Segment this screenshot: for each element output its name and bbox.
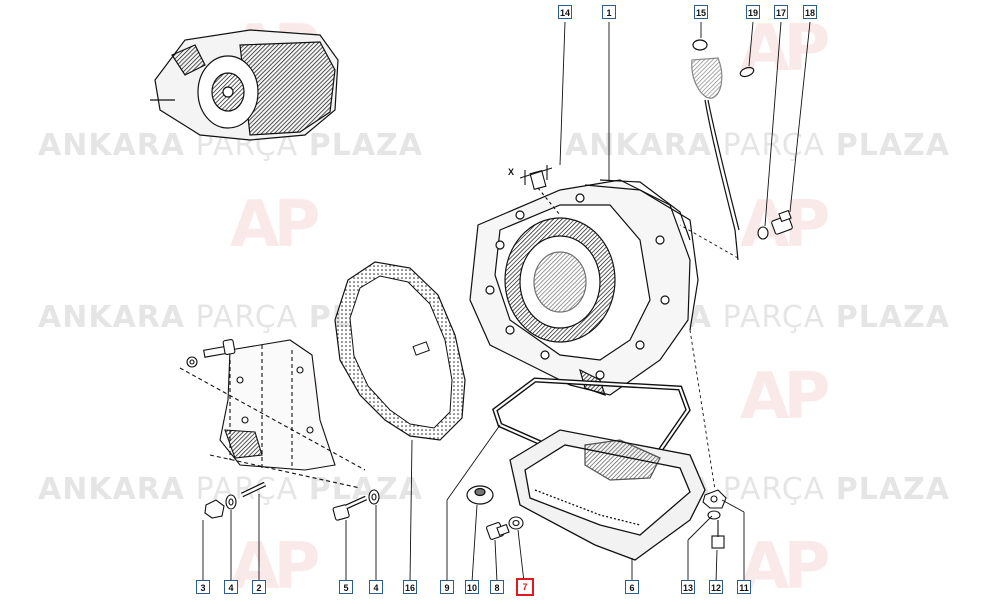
callout-3[interactable]: 3 <box>196 580 210 594</box>
bolt-5 <box>332 495 368 521</box>
cover-plate <box>179 339 366 489</box>
nut-3 <box>204 499 225 519</box>
callout-6[interactable]: 6 <box>625 580 639 594</box>
watermark-logo: AP <box>740 360 830 434</box>
callout-7-selected[interactable]: 7 <box>516 578 534 596</box>
dowel-pin-14 <box>519 165 561 216</box>
washer-7 <box>508 516 524 530</box>
callout-13[interactable]: 13 <box>681 580 695 594</box>
watermark-text: ANKARA PARÇA PLAZA <box>565 128 951 163</box>
dipstick-15 <box>691 39 740 261</box>
bolt-upper-left <box>186 339 236 368</box>
gasket-16 <box>334 261 466 441</box>
callout-14[interactable]: 14 <box>558 5 572 19</box>
callout-12[interactable]: 12 <box>709 580 723 594</box>
washer-10 <box>466 485 494 505</box>
o-ring-19 <box>739 66 755 78</box>
callout-4[interactable]: 4 <box>224 580 238 594</box>
drain-plug-8 <box>486 522 510 540</box>
watermark-logo: AP <box>740 530 830 604</box>
transmission-housing <box>469 179 699 396</box>
washer-4 <box>225 494 237 510</box>
oil-pan-gasket-9 <box>492 377 691 481</box>
watermark-text: ANKARA PARÇA PLAZA <box>38 472 424 507</box>
washer-17 <box>757 226 769 240</box>
callout-11[interactable]: 11 <box>737 580 751 594</box>
callout-17[interactable]: 17 <box>774 5 788 19</box>
dimension-label: X <box>508 167 514 177</box>
oil-pan-6 <box>509 429 706 561</box>
watermark-logo: AP <box>230 530 320 604</box>
callout-8[interactable]: 8 <box>490 580 504 594</box>
callout-15[interactable]: 15 <box>694 5 708 19</box>
watermark-logo: AP <box>230 188 320 262</box>
washer-4b <box>368 489 380 505</box>
watermark-logo: AP <box>740 12 830 86</box>
callout-2[interactable]: 2 <box>252 580 266 594</box>
callout-1[interactable]: 1 <box>602 5 616 19</box>
callout-16[interactable]: 16 <box>403 580 417 594</box>
transmission-thumbnail <box>150 29 339 141</box>
stud-2 <box>240 481 267 498</box>
bolt-12 <box>711 520 725 549</box>
callout-5[interactable]: 5 <box>339 580 353 594</box>
callout-4b[interactable]: 4 <box>369 580 383 594</box>
leader-lines <box>202 21 811 583</box>
bolt-18 <box>771 209 793 235</box>
callout-9[interactable]: 9 <box>440 580 454 594</box>
callout-10[interactable]: 10 <box>465 580 479 594</box>
callout-19[interactable]: 19 <box>746 5 760 19</box>
nut-11 <box>702 489 727 509</box>
callout-18[interactable]: 18 <box>803 5 817 19</box>
